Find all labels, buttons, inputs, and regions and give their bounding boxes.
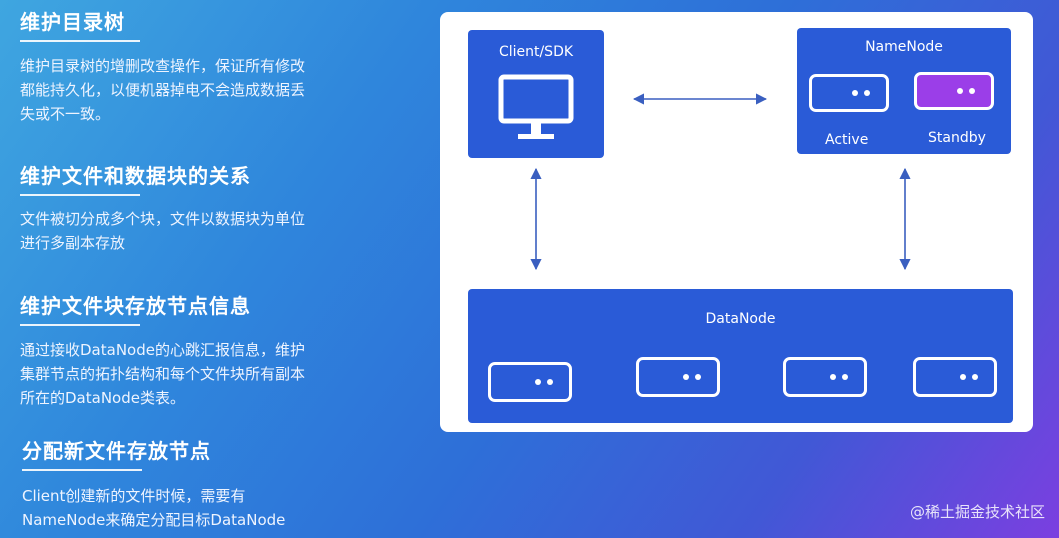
- body-line: 所在的DataNode类表。: [20, 389, 185, 407]
- feature-list: 维护目录树 维护目录树的增删改查操作，保证所有修改 都能持久化，以便机器掉电不会…: [0, 0, 420, 538]
- section-title-allocate-nodes: 分配新文件存放节点: [22, 435, 211, 471]
- server-dots: [957, 88, 975, 94]
- namenode-box: NameNode Active Standby: [797, 28, 1011, 154]
- section-title-text: 维护文件块存放节点信息: [20, 294, 251, 318]
- body-line: NameNode来确定分配目标DataNode: [22, 511, 286, 529]
- section-body-directory-tree: 维护目录树的增删改查操作，保证所有修改 都能持久化，以便机器掉电不会造成数据丢 …: [20, 54, 350, 126]
- server-dots: [830, 374, 848, 380]
- namenode-label: NameNode: [865, 39, 943, 55]
- active-label: Active: [825, 132, 869, 148]
- section-body-block-location: 通过接收DataNode的心跳汇报信息，维护 集群节点的拓扑结构和每个文件块所有…: [20, 338, 350, 410]
- server-dots: [535, 379, 553, 385]
- datanode-label: DataNode: [705, 311, 776, 327]
- title-underline: [20, 324, 140, 326]
- standby-server-icon: [914, 72, 994, 110]
- monitor-icon: [498, 74, 574, 139]
- server-dots: [683, 374, 701, 380]
- server-dots: [852, 90, 870, 96]
- datanode-box: DataNode: [468, 289, 1013, 423]
- section-body-file-block-relation: 文件被切分成多个块，文件以数据块为单位 进行多副本存放: [20, 207, 350, 255]
- body-line: 进行多副本存放: [20, 234, 126, 252]
- section-title-text: 维护文件和数据块的关系: [20, 164, 251, 188]
- active-server-icon: [809, 74, 889, 112]
- datanode-server-icon: [783, 357, 867, 397]
- title-underline: [20, 194, 140, 196]
- datanode-server-icon: [488, 362, 572, 402]
- watermark: @稀土掘金技术社区: [909, 503, 1045, 521]
- body-line: 通过接收DataNode的心跳汇报信息，维护: [20, 341, 305, 359]
- body-line: 文件被切分成多个块，文件以数据块为单位: [20, 210, 306, 228]
- section-title-directory-tree: 维护目录树: [20, 6, 140, 42]
- section-title-block-location: 维护文件块存放节点信息: [20, 290, 251, 326]
- section-title-file-block-relation: 维护文件和数据块的关系: [20, 160, 251, 196]
- datanode-server-icon: [913, 357, 997, 397]
- section-title-text: 维护目录树: [20, 10, 125, 34]
- client-sdk-box: Client/SDK: [468, 30, 604, 158]
- title-underline: [20, 40, 140, 42]
- body-line: 维护目录树的增删改查操作，保证所有修改: [20, 57, 306, 75]
- body-line: 都能持久化，以便机器掉电不会造成数据丢: [20, 81, 306, 99]
- body-line: 集群节点的拓扑结构和每个文件块所有副本: [20, 365, 306, 383]
- title-underline: [22, 469, 142, 471]
- server-dots: [960, 374, 978, 380]
- architecture-diagram: Client/SDK NameNode Active Standby DataN…: [440, 12, 1033, 432]
- standby-label: Standby: [928, 130, 986, 146]
- body-line: Client创建新的文件时候，需要有: [22, 487, 246, 505]
- section-body-allocate-nodes: Client创建新的文件时候，需要有 NameNode来确定分配目标DataNo…: [22, 484, 352, 532]
- datanode-server-icon: [636, 357, 720, 397]
- client-sdk-label: Client/SDK: [498, 44, 574, 60]
- section-title-text: 分配新文件存放节点: [22, 439, 211, 463]
- body-line: 失或不一致。: [20, 105, 111, 123]
